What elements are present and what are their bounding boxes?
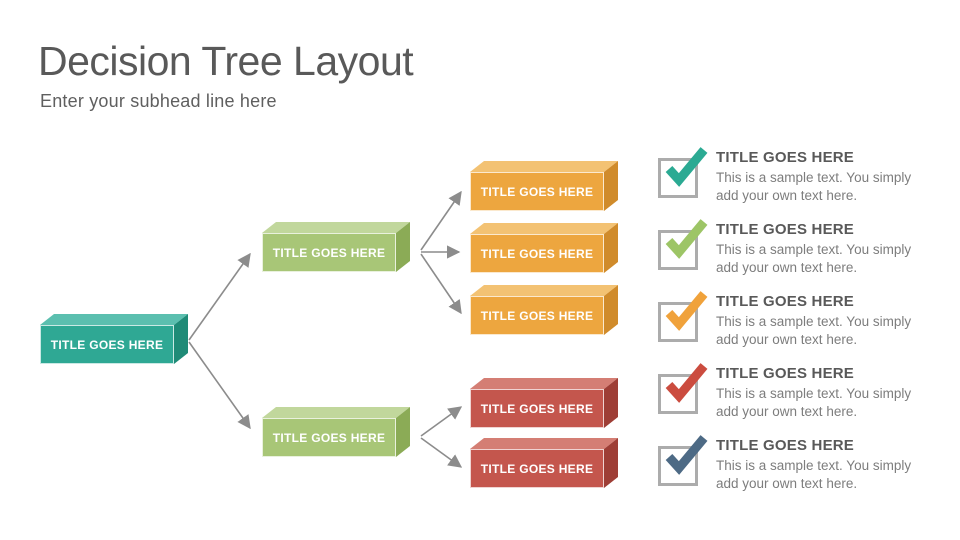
- checklist-item-body: This is a sample text. You simply add yo…: [716, 386, 912, 419]
- tree-node-leaf-1: TITLE GOES HERE: [470, 161, 618, 211]
- box-side-face: [604, 223, 618, 273]
- box-side-face: [604, 161, 618, 211]
- check-icon: [665, 219, 708, 259]
- box-top-face: [470, 378, 618, 389]
- tree-node-label: TITLE GOES HERE: [272, 430, 386, 445]
- checklist-item-3: TITLE GOES HERE This is a sample text. Y…: [656, 290, 936, 352]
- box-front-face: TITLE GOES HERE: [470, 234, 604, 273]
- checklist-item-4: TITLE GOES HERE This is a sample text. Y…: [656, 362, 936, 424]
- box-top-face: [40, 314, 188, 325]
- checklist-item-body: This is a sample text. You simply add yo…: [716, 458, 912, 491]
- box-side-face: [604, 438, 618, 488]
- slide-title: Decision Tree Layout: [38, 38, 414, 84]
- box-side-face: [604, 285, 618, 335]
- box-top-face: [262, 407, 410, 418]
- slide-subtitle: Enter your subhead line here: [40, 91, 277, 111]
- box-front-face: TITLE GOES HERE: [262, 418, 396, 457]
- checkbox-icon: [656, 218, 710, 274]
- box-top-face: [470, 161, 618, 172]
- box-front-face: TITLE GOES HERE: [470, 389, 604, 428]
- box-front-face: TITLE GOES HERE: [470, 172, 604, 211]
- tree-node-branch-bottom: TITLE GOES HERE: [262, 407, 410, 457]
- tree-node-label: TITLE GOES HERE: [480, 308, 594, 323]
- box-front-face: TITLE GOES HERE: [40, 325, 174, 364]
- tree-node-label: TITLE GOES HERE: [480, 461, 594, 476]
- checkbox-icon: [656, 434, 710, 490]
- check-icon: [665, 435, 708, 475]
- tree-node-label: TITLE GOES HERE: [480, 401, 594, 416]
- checklist-item-title: TITLE GOES HERE: [716, 221, 855, 238]
- check-icon: [665, 147, 708, 187]
- tree-node-label: TITLE GOES HERE: [480, 184, 594, 199]
- checklist-item-title: TITLE GOES HERE: [716, 149, 855, 166]
- box-top-face: [470, 438, 618, 449]
- tree-node-label: TITLE GOES HERE: [272, 245, 386, 260]
- tree-node-leaf-5: TITLE GOES HERE: [470, 438, 618, 488]
- box-side-face: [396, 407, 410, 457]
- box-front-face: TITLE GOES HERE: [470, 296, 604, 335]
- check-icon: [665, 363, 708, 403]
- checklist-item-body: This is a sample text. You simply add yo…: [716, 242, 912, 275]
- box-front-face: TITLE GOES HERE: [470, 449, 604, 488]
- box-front-face: TITLE GOES HERE: [262, 233, 396, 272]
- box-top-face: [262, 222, 410, 233]
- checkbox-icon: [656, 290, 710, 346]
- tree-node-label: TITLE GOES HERE: [480, 246, 594, 261]
- tree-node-label: TITLE GOES HERE: [50, 337, 164, 352]
- tree-node-leaf-3: TITLE GOES HERE: [470, 285, 618, 335]
- checklist-item-body: This is a sample text. You simply add yo…: [716, 170, 912, 203]
- box-top-face: [470, 285, 618, 296]
- checklist-item-title: TITLE GOES HERE: [716, 437, 855, 454]
- checkbox-icon: [656, 146, 710, 202]
- box-top-face: [470, 223, 618, 234]
- tree-node-branch-top: TITLE GOES HERE: [262, 222, 410, 272]
- checklist-item-title: TITLE GOES HERE: [716, 365, 855, 382]
- checklist-item-2: TITLE GOES HERE This is a sample text. Y…: [656, 218, 936, 280]
- checklist-item-5: TITLE GOES HERE This is a sample text. Y…: [656, 434, 936, 496]
- box-side-face: [174, 314, 188, 364]
- checklist-item-body: This is a sample text. You simply add yo…: [716, 314, 912, 347]
- check-icon: [665, 291, 708, 331]
- checklist-item-title: TITLE GOES HERE: [716, 293, 855, 310]
- checkbox-icon: [656, 362, 710, 418]
- tree-node-leaf-4: TITLE GOES HERE: [470, 378, 618, 428]
- tree-node-leaf-2: TITLE GOES HERE: [470, 223, 618, 273]
- box-side-face: [604, 378, 618, 428]
- box-side-face: [396, 222, 410, 272]
- tree-node-root: TITLE GOES HERE: [40, 314, 188, 364]
- checklist-item-1: TITLE GOES HERE This is a sample text. Y…: [656, 146, 936, 208]
